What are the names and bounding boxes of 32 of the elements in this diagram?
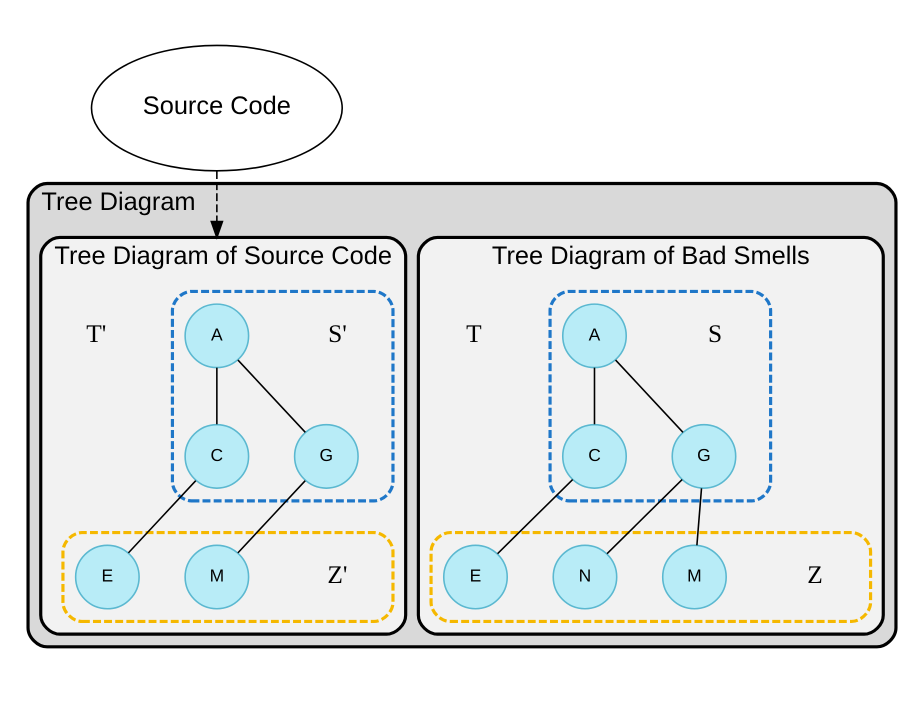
connector <box>696 488 702 545</box>
connector <box>236 480 306 553</box>
node-circle: M <box>661 544 726 610</box>
node-circle: A <box>184 302 249 368</box>
node-label: S <box>708 319 722 348</box>
connector <box>593 367 595 424</box>
connector <box>236 359 306 432</box>
connector <box>127 480 196 553</box>
connector <box>496 478 573 554</box>
node-circle: G <box>293 423 358 488</box>
node-circle: N <box>552 544 617 610</box>
connector <box>216 367 218 424</box>
node-circle: C <box>184 423 249 488</box>
cluster <box>428 530 872 623</box>
node-label: T <box>466 319 482 348</box>
node-label: Z' <box>326 560 347 589</box>
connector <box>614 359 683 432</box>
node-ellipse: Source Code <box>90 44 342 172</box>
node-circle: E <box>442 544 508 610</box>
cluster <box>60 530 394 623</box>
cluster <box>548 289 772 502</box>
node-label: T' <box>86 319 106 348</box>
node-label: S' <box>328 319 346 348</box>
node-circle: A <box>561 302 627 368</box>
arrow <box>210 170 224 240</box>
node-circle: G <box>670 423 736 488</box>
connector <box>606 478 682 554</box>
node-circle: E <box>74 544 140 610</box>
node-circle: M <box>184 544 249 610</box>
node-label: Z <box>806 560 822 589</box>
cluster <box>170 289 394 502</box>
node-circle: C <box>561 423 627 488</box>
